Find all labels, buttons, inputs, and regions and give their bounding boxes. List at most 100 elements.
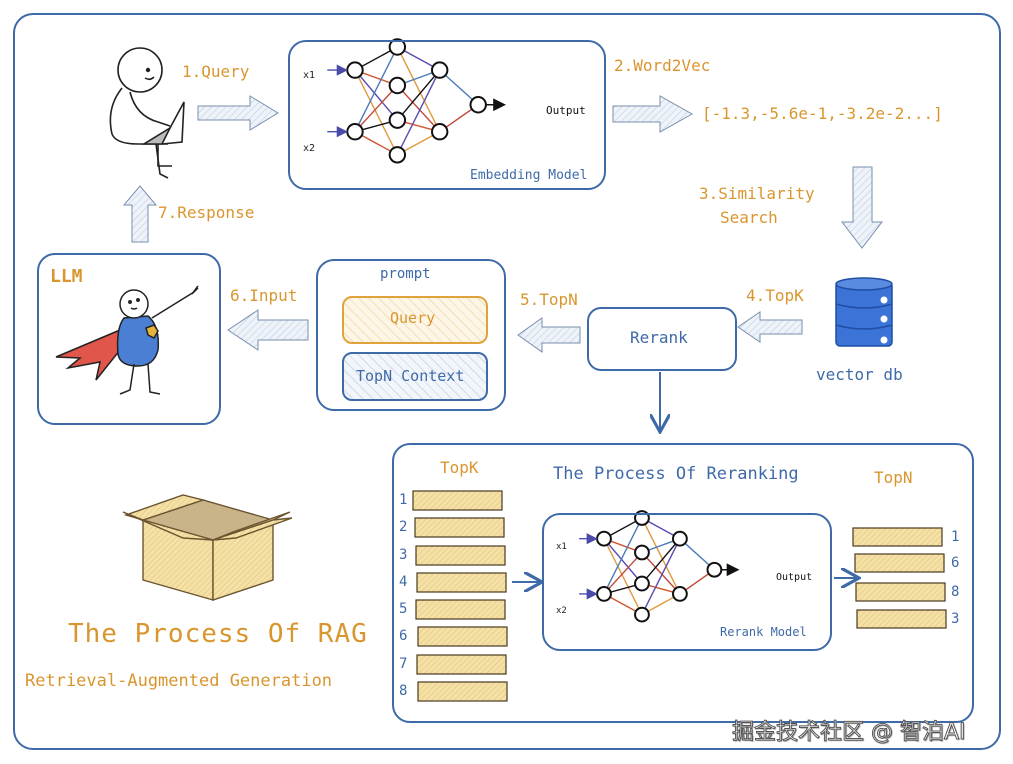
prompt-box bbox=[316, 259, 506, 411]
nn-node bbox=[388, 146, 407, 164]
topk-rank-number: 6 bbox=[399, 628, 408, 644]
cardboard-box-icon bbox=[122, 494, 293, 601]
nn-edge bbox=[641, 538, 681, 585]
nn-edge bbox=[603, 538, 643, 585]
rerank-box bbox=[587, 307, 737, 371]
step-2-word2vec: 2.Word2Vec bbox=[614, 56, 711, 75]
rerank-model-label: Rerank Model bbox=[720, 625, 807, 639]
outer-frame bbox=[13, 13, 1001, 750]
rerank-model-box bbox=[542, 513, 832, 651]
nn-edge bbox=[354, 46, 398, 133]
topn-bar bbox=[856, 609, 947, 629]
step-1-query: 1.Query bbox=[182, 62, 250, 81]
topn-bar bbox=[854, 553, 945, 573]
nn-edge bbox=[603, 517, 643, 595]
topk-bar bbox=[416, 572, 507, 593]
prompt-context-label: TopN Context bbox=[356, 367, 465, 385]
embedding-model-box bbox=[288, 40, 606, 190]
topk-rank-number: 8 bbox=[399, 683, 408, 699]
step-5-topn: 5.TopN bbox=[520, 290, 578, 309]
embedding-output-label: Output bbox=[546, 104, 586, 117]
watermark: 掘金技术社区 @ 智泊AI bbox=[732, 720, 967, 746]
nn-node bbox=[388, 76, 407, 95]
topn-bar bbox=[855, 582, 946, 602]
nn-edge bbox=[396, 46, 441, 133]
topk-rank-number: 7 bbox=[399, 656, 408, 672]
step-3-search: Search bbox=[720, 208, 778, 227]
rerank-neural-network bbox=[579, 510, 740, 623]
topk-rank-number: 4 bbox=[399, 574, 408, 590]
reranking-panel bbox=[392, 443, 974, 723]
topk-bar bbox=[414, 517, 505, 538]
topk-bar bbox=[417, 626, 508, 647]
rerank-input-x2: x2 bbox=[556, 606, 567, 616]
topn-rank-number: 3 bbox=[951, 611, 960, 627]
rerank-label: Rerank bbox=[630, 328, 688, 347]
topn-label: TopN bbox=[874, 468, 913, 487]
nn-edge bbox=[641, 517, 681, 595]
rag-subtitle: Retrieval-Augmented Generation bbox=[25, 671, 333, 691]
nn-node bbox=[431, 61, 449, 79]
nn-node bbox=[431, 123, 449, 141]
nn-node bbox=[634, 606, 650, 623]
topn-bars bbox=[852, 527, 947, 629]
prompt-query-label: Query bbox=[390, 309, 436, 327]
nn-node bbox=[672, 586, 688, 602]
step-6-input: 6.Input bbox=[230, 286, 298, 305]
nn-edge bbox=[396, 69, 441, 121]
topn-rank-number: 8 bbox=[951, 584, 960, 600]
embedding-input-x1: x1 bbox=[303, 70, 316, 81]
nn-edge bbox=[354, 85, 398, 133]
step-3-similarity: 3.Similarity bbox=[699, 184, 815, 203]
topk-rank-number: 2 bbox=[399, 519, 408, 535]
nn-node bbox=[672, 530, 688, 547]
topk-bars bbox=[412, 490, 508, 702]
llm-label: LLM bbox=[50, 266, 83, 287]
topn-rank-number: 1 bbox=[951, 529, 960, 545]
reranking-title: The Process Of Reranking bbox=[553, 464, 799, 484]
nn-edge bbox=[354, 69, 398, 121]
prompt-query-block bbox=[342, 296, 488, 344]
database-icon bbox=[835, 277, 893, 347]
nn-node bbox=[634, 544, 650, 561]
vector-db-label: vector db bbox=[816, 365, 903, 384]
rag-title: The Process Of RAG bbox=[68, 619, 368, 649]
arrow-word2vec bbox=[612, 95, 694, 133]
step-7-response: 7.Response bbox=[158, 203, 255, 222]
nn-node bbox=[634, 575, 650, 592]
topk-bar bbox=[415, 545, 506, 566]
nn-edge bbox=[641, 552, 681, 595]
vector-values: [-1.3,-5.6e-1,-3.2e-2...] bbox=[702, 104, 943, 123]
nn-edge bbox=[396, 85, 441, 133]
nn-node bbox=[388, 111, 407, 129]
topk-bar bbox=[412, 490, 503, 511]
embedding-model-label: Embedding Model bbox=[470, 168, 588, 183]
topk-rank-number: 3 bbox=[399, 547, 408, 563]
topk-rank-number: 1 bbox=[399, 492, 408, 508]
rerank-output-label: Output bbox=[776, 572, 813, 583]
nn-edge bbox=[603, 538, 643, 615]
prompt-context-block bbox=[342, 352, 488, 401]
topk-bar bbox=[416, 654, 507, 675]
user-figure-icon bbox=[109, 47, 185, 179]
topn-rank-number: 6 bbox=[951, 555, 960, 571]
arrow-similarity-search bbox=[840, 166, 884, 249]
arrow-query bbox=[197, 95, 279, 131]
llm-superhero-icon bbox=[55, 285, 199, 395]
topk-bar bbox=[417, 681, 508, 702]
nn-edge bbox=[603, 552, 643, 595]
rerank-input-x1: x1 bbox=[556, 542, 567, 552]
topk-rank-number: 5 bbox=[399, 601, 408, 617]
nn-edge bbox=[641, 538, 681, 615]
topk-label: TopK bbox=[440, 458, 479, 477]
llm-box bbox=[37, 253, 221, 425]
topk-bar bbox=[415, 599, 506, 620]
topn-bar bbox=[852, 527, 943, 547]
embedding-input-x2: x2 bbox=[303, 143, 316, 154]
nn-edge bbox=[396, 69, 441, 156]
embedding-neural-network bbox=[327, 38, 506, 164]
prompt-title: prompt bbox=[380, 266, 431, 282]
arrow-topn bbox=[517, 317, 581, 353]
nn-node bbox=[388, 38, 407, 56]
